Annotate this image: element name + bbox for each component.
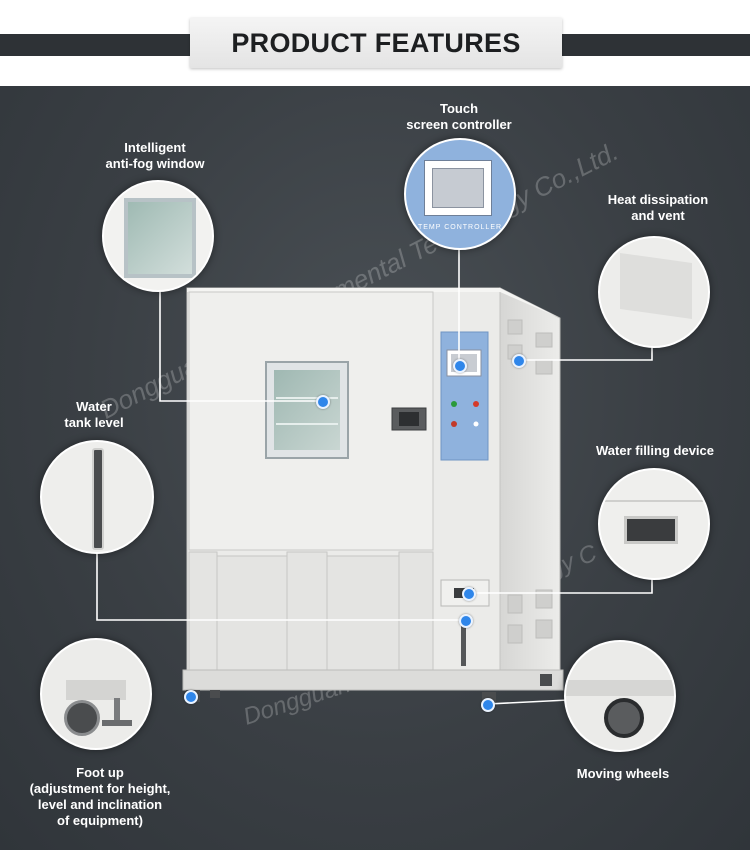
detail-touchscreen-circle: TEMP CONTROLLER — [404, 138, 516, 250]
label-foot-up-line2: (adjustment for height, — [29, 781, 171, 796]
marker-dot-window — [316, 395, 330, 409]
label-moving-wheels-line1: Moving wheels — [576, 766, 670, 781]
header-right-bar — [562, 34, 750, 56]
chamber-base — [182, 669, 564, 691]
header-band: PRODUCT FEATURES — [0, 0, 750, 86]
chamber-top-edge — [187, 288, 560, 318]
marker-dot-foot — [184, 690, 198, 704]
label-heat-vent-line2: and vent — [631, 208, 685, 223]
water-level-gauge — [461, 618, 466, 666]
controller-caption: TEMP CONTROLLER — [417, 224, 503, 231]
label-water-tank: Water tank level — [30, 399, 158, 431]
header-left-bar — [0, 34, 190, 56]
marker-dot-tank — [459, 614, 473, 628]
detail-foot-circle — [40, 638, 152, 750]
label-water-filling: Water filling device — [570, 443, 740, 459]
side-vents — [507, 319, 553, 644]
chamber-window-glass — [274, 370, 340, 450]
label-water-tank-line2: tank level — [64, 415, 124, 430]
label-touch-screen-line1: Touch — [439, 101, 479, 116]
label-heat-vent: Heat dissipation and vent — [580, 192, 736, 224]
title-box: PRODUCT FEATURES — [190, 18, 562, 68]
callout-lines — [96, 246, 653, 705]
detail-filling-circle — [598, 468, 710, 580]
marker-dot-wheel — [481, 698, 495, 712]
label-water-filling-line1: Water filling device — [596, 443, 714, 458]
lower-cabinet — [188, 551, 434, 671]
label-touch-screen: Touch screen controller — [380, 101, 538, 133]
label-heat-vent-line1: Heat dissipation — [607, 192, 709, 207]
marker-dot-touchscreen — [453, 359, 467, 373]
label-foot-up: Foot up (adjustment for height, level an… — [10, 765, 190, 829]
label-anti-fog-line1: Intelligent — [124, 140, 186, 155]
marker-dot-vent — [512, 354, 526, 368]
label-touch-screen-line2: screen controller — [406, 117, 512, 132]
detail-window-circle — [102, 180, 214, 292]
label-moving-wheels: Moving wheels — [558, 766, 688, 782]
marker-dot-filling — [462, 587, 476, 601]
detail-tank-circle — [40, 440, 154, 554]
label-foot-up-line4: of equipment) — [57, 813, 143, 828]
label-water-tank-line1: Water — [76, 399, 112, 414]
page-title: PRODUCT FEATURES — [231, 27, 521, 58]
label-foot-up-line3: level and inclination — [37, 797, 163, 812]
label-foot-up-line1: Foot up — [76, 765, 124, 780]
label-anti-fog-line2: anti-fog window — [105, 156, 205, 171]
detail-vent-circle — [598, 236, 710, 348]
detail-wheel-circle — [564, 640, 676, 752]
label-anti-fog-window: Intelligent anti-fog window — [80, 140, 230, 172]
